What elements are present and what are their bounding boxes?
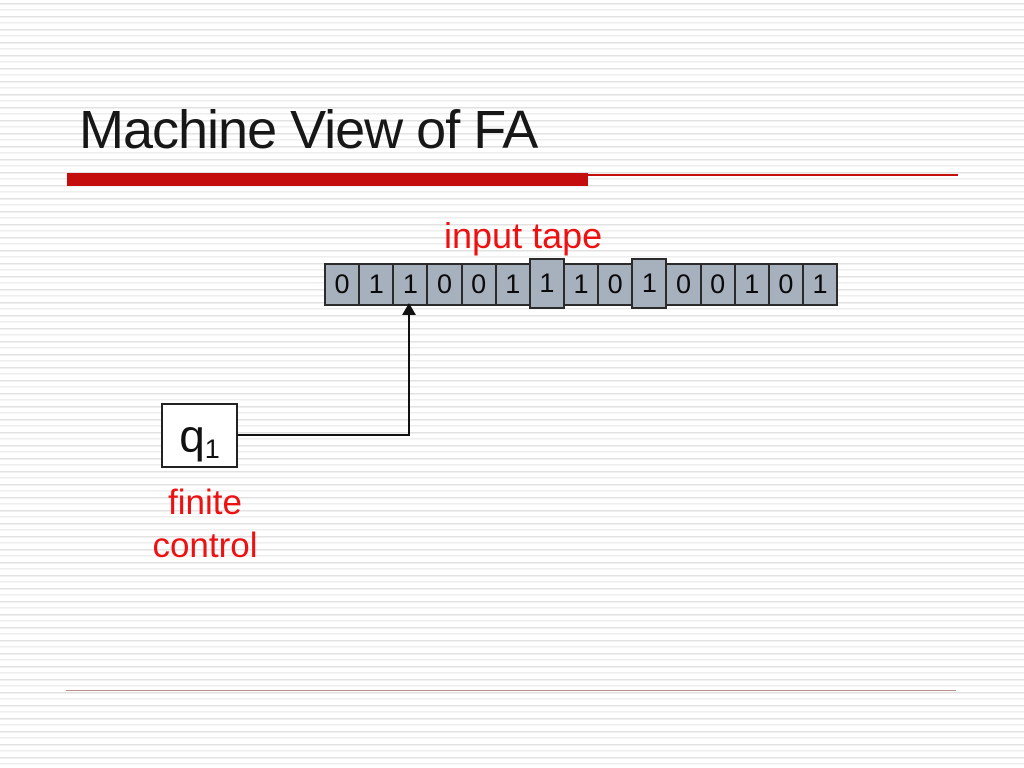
tape-cell-3: 0 (426, 263, 463, 306)
finite-control-line1: finite (168, 483, 242, 522)
finite-control-label: finite control (110, 481, 300, 567)
tape-cell-0: 0 (324, 263, 361, 306)
input-tape: 0 1 1 0 0 1 1 1 0 1 0 0 1 0 1 (324, 258, 839, 309)
tape-cell-12: 1 (733, 263, 770, 306)
tape-cell-4: 0 (460, 263, 497, 306)
tape-cell-9: 1 (631, 258, 668, 309)
tape-cell-6: 1 (528, 258, 565, 309)
tape-cell-10: 0 (665, 263, 702, 306)
tape-head-arrow-tip (402, 303, 416, 315)
tape-cell-7: 1 (562, 263, 600, 306)
state-box: q1 (161, 403, 238, 468)
footer-divider-line (66, 690, 956, 691)
title-accent-thin-line (588, 174, 958, 176)
state-label: q1 (179, 409, 220, 462)
tape-cell-5: 1 (494, 263, 531, 306)
state-base: q (179, 409, 205, 462)
tape-cell-14: 1 (801, 263, 839, 306)
tape-cell-8: 0 (597, 263, 634, 306)
tape-cell-1: 1 (358, 263, 395, 306)
state-subscript: 1 (204, 433, 220, 464)
input-tape-label: input tape (444, 215, 603, 256)
tape-head-arrow-horizontal-line (238, 434, 410, 436)
tape-head-arrow-vertical-line (408, 314, 410, 436)
slide-title: Machine View of FA (79, 100, 538, 160)
finite-control-line2: control (152, 526, 258, 565)
title-accent-bar (67, 173, 588, 186)
tape-cell-2: 1 (392, 263, 429, 306)
tape-cell-13: 0 (767, 263, 804, 306)
tape-cell-11: 0 (699, 263, 736, 306)
